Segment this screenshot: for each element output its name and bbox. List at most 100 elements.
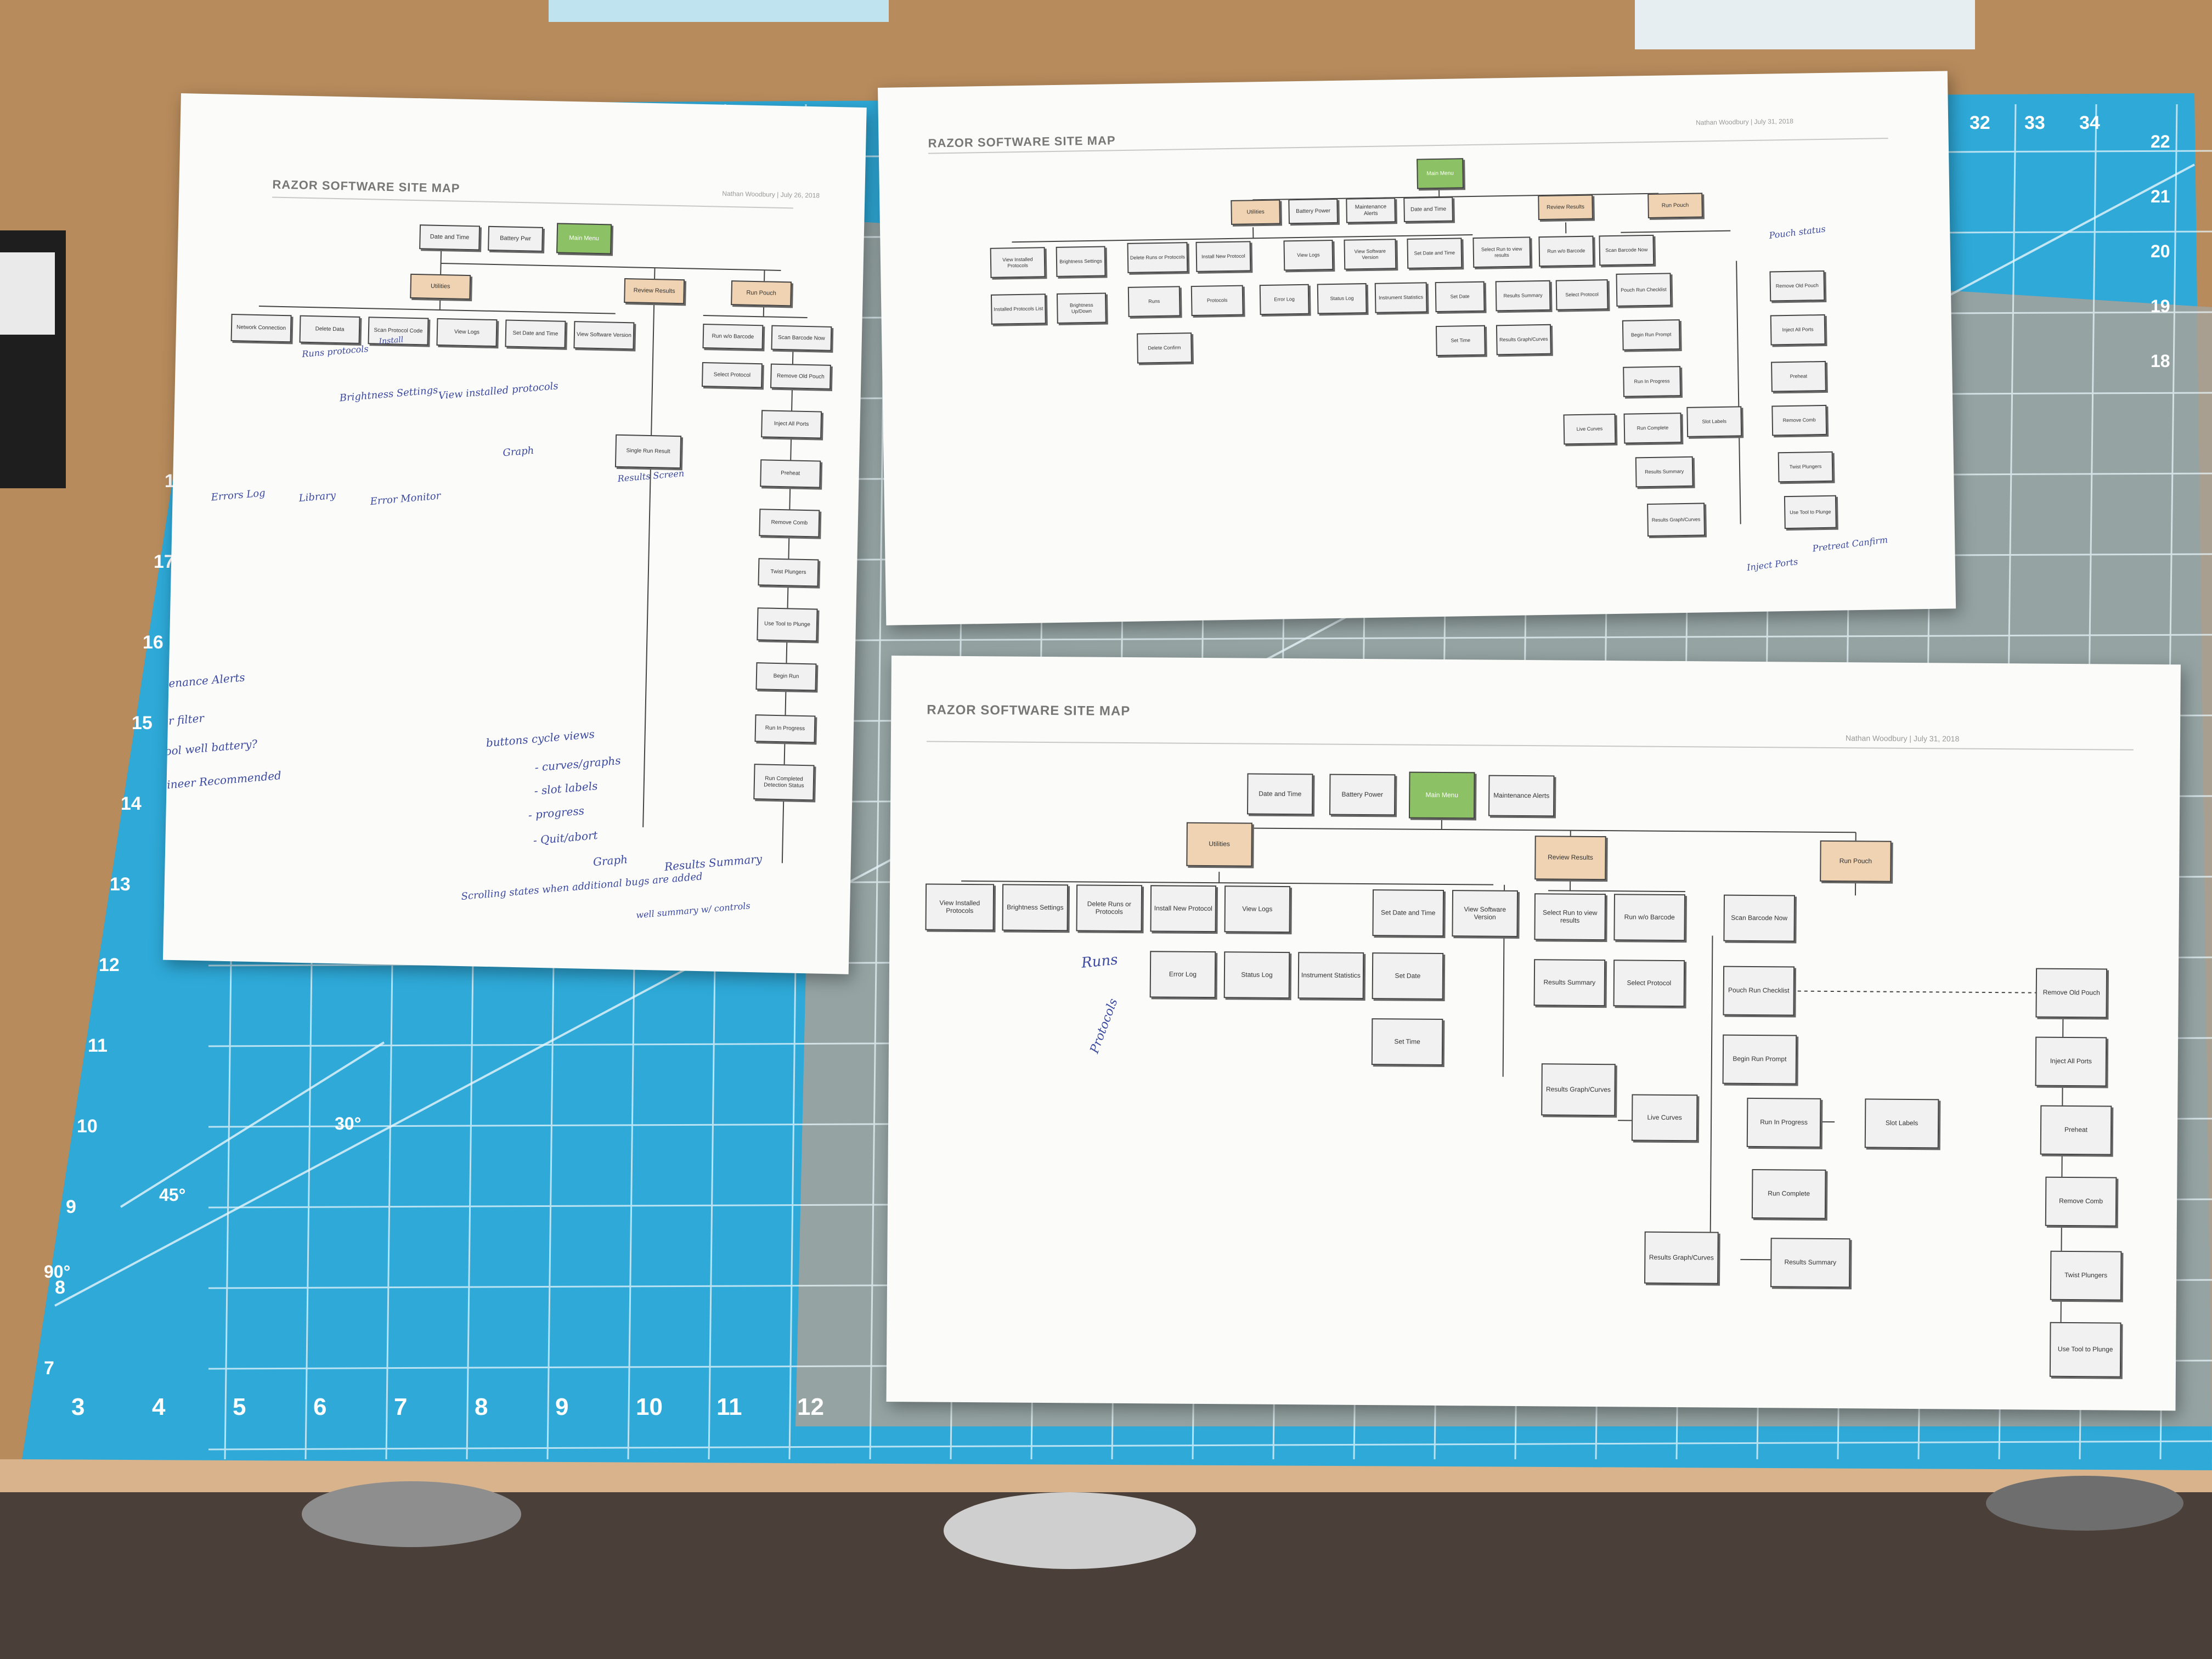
- node-view-installed: View Installed Protocols: [925, 883, 995, 931]
- sheet-top-right: RAZOR SOFTWARE SITE MAP Nathan Woodbury …: [878, 71, 1956, 625]
- node-installed-list: Installed Protocols List: [990, 294, 1046, 325]
- node-set-time: Set Time: [1435, 325, 1486, 357]
- node-use-tool: Use Tool to Plunge: [757, 607, 818, 642]
- mat-ruler-number: 22: [2151, 132, 2170, 151]
- node-view-installed: View Installed Protocols: [990, 247, 1046, 278]
- mat-ruler-number: 32: [1970, 112, 1990, 133]
- mat-ruler-number: 33: [2024, 112, 2045, 133]
- node-maintenance-alerts: Maintenance Alerts: [1488, 775, 1555, 817]
- node-results-graph: Results Graph/Curves: [1541, 1063, 1616, 1116]
- node-run-pouch: Run Pouch: [731, 280, 792, 307]
- node-set-date: Set Date: [1435, 281, 1485, 313]
- mat-ruler-number: 34: [2079, 112, 2100, 133]
- node-runs: Runs: [1127, 286, 1181, 317]
- mat-ruler-number: 7: [394, 1393, 408, 1420]
- node-run-wo-barcode: Run w/o Barcode: [702, 324, 764, 350]
- mat-ruler-number: 11: [88, 1035, 108, 1056]
- node-run-wo-barcode: Run w/o Barcode: [1538, 235, 1594, 267]
- mat-ruler-number: 9: [66, 1197, 76, 1217]
- node-instrument-stats: Instrument Statistics: [1297, 952, 1364, 1000]
- node-error-log: Error Log: [1149, 951, 1216, 998]
- node-twist-plungers: Twist Plungers: [2050, 1250, 2122, 1301]
- node-results-graph-2: Results Graph/Curves: [1647, 503, 1706, 537]
- node-run-pouch: Run Pouch: [1820, 840, 1892, 882]
- mat-grid-line: [208, 1440, 2212, 1451]
- node-scan-barcode: Scan Barcode Now: [771, 325, 832, 351]
- node-view-logs: View Logs: [1224, 885, 1291, 933]
- mat-ruler-number: 3: [71, 1393, 85, 1420]
- sticker-sheet: [1635, 0, 1975, 49]
- node-inject-all-ports: Inject All Ports: [2035, 1036, 2107, 1087]
- mat-ruler-number: 12: [99, 955, 120, 975]
- node-brightness: Brightness Settings: [1002, 884, 1069, 932]
- node-delete-runs: Delete Runs or Protocols: [1127, 242, 1188, 273]
- node-set-date-time: Set Date and Time: [505, 319, 566, 348]
- node-network: Network Connection: [230, 314, 292, 343]
- node-utilities: Utilities: [410, 273, 471, 300]
- node-results-graph: Results Graph/Curves: [1496, 324, 1551, 356]
- node-date-time: Date and Time: [1246, 773, 1313, 815]
- node-remove-comb: Remove Comb: [759, 509, 820, 538]
- node-delete-runs: Delete Runs or Protocols: [1076, 884, 1143, 932]
- node-battery: Battery Pwr: [488, 225, 544, 252]
- node-run-in-progress: Run In Progress: [754, 714, 816, 743]
- node-set-time: Set Time: [1371, 1018, 1443, 1066]
- node-results-graph-2: Results Graph/Curves: [1644, 1231, 1719, 1284]
- node-utilities: Utilities: [1186, 822, 1252, 867]
- mat-ruler-number: 13: [110, 874, 131, 895]
- mat-ruler-number: 10: [636, 1393, 663, 1420]
- node-scan-barcode: Scan Barcode Now: [1599, 234, 1655, 266]
- node-main-menu: Main Menu: [1408, 771, 1475, 819]
- node-remove-comb: Remove Comb: [1771, 404, 1827, 436]
- node-run-wo-barcode: Run w/o Barcode: [1613, 894, 1685, 941]
- node-slot-labels: Slot Labels: [1864, 1098, 1939, 1149]
- node-inject-all-ports: Inject All Ports: [761, 410, 822, 439]
- node-install-new: Install New Protocol: [1195, 241, 1251, 272]
- node-review-results: Review Results: [624, 278, 685, 304]
- node-error-log: Error Log: [1259, 284, 1310, 315]
- node-run-complete: Run Complete: [1623, 413, 1682, 444]
- node-main-menu: Main Menu: [556, 223, 612, 255]
- mat-ruler-number: 9: [555, 1393, 569, 1420]
- mat-ruler-number: 4: [152, 1393, 166, 1420]
- node-twist-plungers: Twist Plungers: [1778, 451, 1833, 483]
- node-preheat: Preheat: [760, 459, 821, 488]
- node-set-date-time: Set Date and Time: [1372, 889, 1444, 937]
- mat-ruler-number: 6: [313, 1393, 327, 1420]
- node-begin-run-prompt: Begin Run Prompt: [1622, 319, 1680, 351]
- mat-angle-label: 90°: [44, 1262, 71, 1282]
- node-remove-comb: Remove Comb: [2045, 1176, 2117, 1227]
- node-run-in-progress: Run In Progress: [1623, 366, 1681, 397]
- node-view-software: View Software Version: [1344, 239, 1397, 270]
- node-maintenance-alerts: Maintenance Alerts: [1346, 198, 1396, 223]
- node-set-date-time: Set Date and Time: [1407, 238, 1463, 269]
- node-select-run: Select Run to view results: [1534, 893, 1606, 941]
- node-select-protocol: Select Protocol: [1613, 960, 1685, 1007]
- node-pouch-run-checklist: Pouch Run Checklist: [1616, 273, 1672, 307]
- node-preheat: Preheat: [2040, 1105, 2112, 1155]
- node-select-protocol: Select Protocol: [1555, 279, 1609, 311]
- top-right-connectors: [1012, 188, 1741, 524]
- mat-ruler-number: 14: [121, 793, 142, 814]
- node-install-new: Install New Protocol: [1150, 885, 1217, 933]
- node-delete-confirm: Delete Confirm: [1137, 332, 1192, 364]
- node-date-time: Date and Time: [419, 224, 481, 251]
- mat-ruler-number: 12: [797, 1393, 824, 1420]
- mat-ruler-number: 8: [475, 1393, 488, 1420]
- mat-ruler-number: 11: [716, 1393, 742, 1420]
- node-utilities: Utilities: [1231, 199, 1280, 225]
- node-instrument-stats: Instrument Statistics: [1374, 282, 1427, 313]
- mat-ruler-number: 5: [233, 1393, 246, 1420]
- node-run-completed: Run Completed Detection Status: [753, 764, 815, 801]
- node-date-time: Date and Time: [1403, 196, 1453, 222]
- node-select-protocol: Select Protocol: [702, 362, 763, 388]
- qr-label: [0, 252, 55, 335]
- node-brightness-updown: Brightness Up/Down: [1056, 292, 1107, 324]
- node-battery-power: Battery Power: [1329, 774, 1396, 816]
- node-view-software: View Software Version: [573, 321, 635, 350]
- mat-ruler-number: 19: [2151, 296, 2170, 316]
- angle-line-45: [120, 1041, 385, 1208]
- mat-ruler-number: 21: [2151, 187, 2170, 206]
- node-review-results: Review Results: [1538, 194, 1593, 221]
- node-delete-data: Delete Data: [299, 315, 360, 344]
